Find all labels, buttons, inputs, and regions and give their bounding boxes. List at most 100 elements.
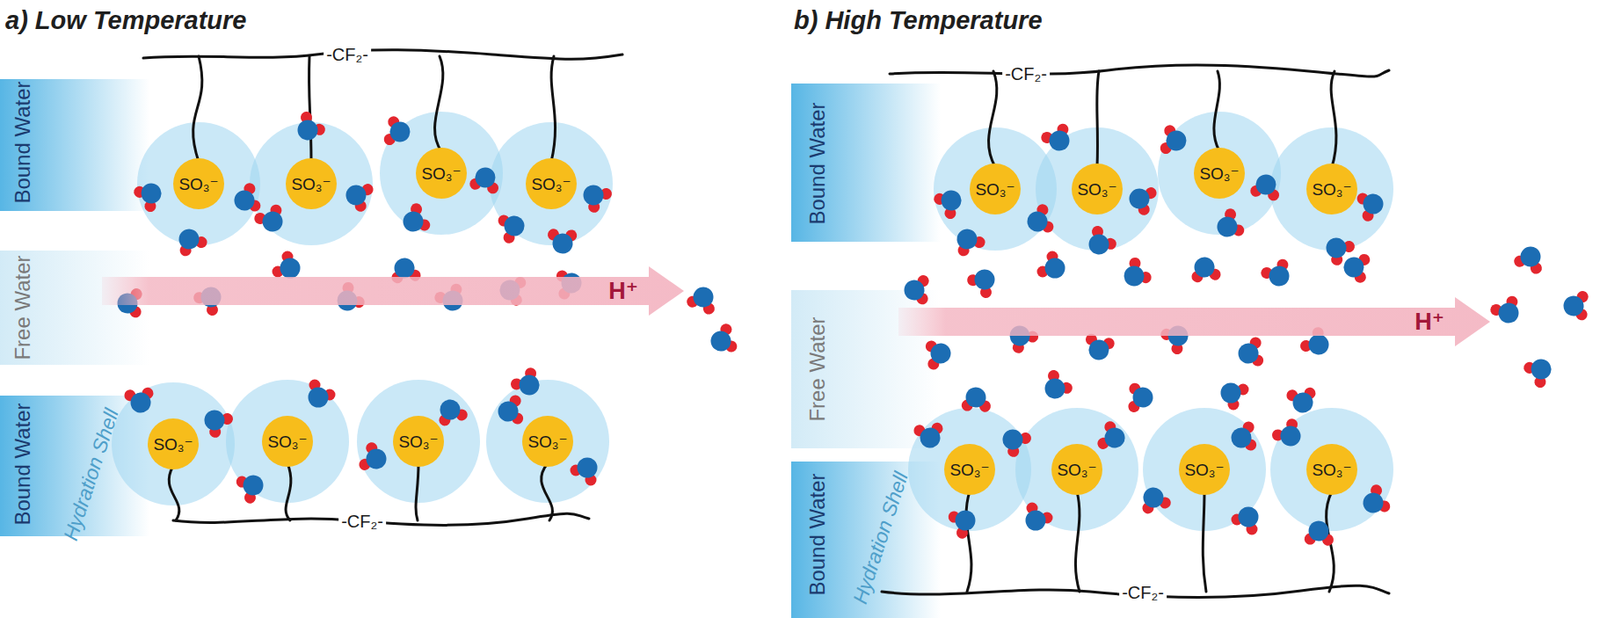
water-molecule <box>1298 516 1337 555</box>
water-molecule <box>1038 116 1077 155</box>
group-label: SO₃⁻ <box>1311 181 1352 198</box>
sulfonate-group: SO₃⁻ <box>1193 147 1245 199</box>
water-molecule <box>1359 481 1397 520</box>
water-molecule <box>251 197 290 236</box>
water-molecule <box>941 502 980 541</box>
panel-title: a) Low Temperature <box>5 7 247 36</box>
group-label: SO₃⁻ <box>178 175 219 193</box>
water-molecule <box>1093 419 1127 451</box>
polymer-chain <box>1202 491 1207 592</box>
region-label: Free Water <box>806 316 830 422</box>
hydration-shell <box>1270 127 1394 251</box>
water-molecule <box>1213 205 1251 244</box>
sulfonate-group: SO₃⁻ <box>1178 443 1230 495</box>
group-label: SO₃⁻ <box>1311 461 1352 479</box>
region-label: Bound Water <box>806 101 830 225</box>
water-molecule <box>1231 507 1259 536</box>
polymer-chain <box>1075 491 1080 592</box>
water-molecule <box>272 251 301 279</box>
hydration-shell <box>1157 111 1281 235</box>
proton-arrow: H⁺ <box>898 296 1491 348</box>
water-molecule <box>377 112 414 148</box>
illustration-part <box>900 116 1598 556</box>
proton-label: H⁺ <box>608 279 639 304</box>
water-molecule <box>916 334 955 373</box>
polymer-chain <box>989 71 997 168</box>
hydration-shell <box>486 379 610 503</box>
water-molecule <box>344 181 378 214</box>
backbone-label: -CF₂- <box>1002 64 1050 84</box>
polymer-chain <box>1214 71 1221 152</box>
polymer-chain <box>889 65 1390 77</box>
proton-arrow: H⁺ <box>101 265 684 317</box>
panel-title: b) High Temperature <box>793 7 1043 36</box>
polymer-chain <box>143 50 623 60</box>
water-molecule <box>1340 251 1377 287</box>
region-label: Bound Water <box>11 402 35 525</box>
water-molecule <box>706 320 746 360</box>
region-label: Bound Water <box>806 472 830 596</box>
backbone-label: -CF₂- <box>1119 582 1167 603</box>
water-glow <box>791 83 941 242</box>
water-molecule <box>570 458 598 487</box>
water-molecule <box>129 178 165 215</box>
group-label: SO₃⁻ <box>527 433 568 451</box>
water-molecule <box>201 408 234 441</box>
polymer-chain <box>541 463 553 521</box>
polymer-chain <box>415 463 419 521</box>
water-molecule <box>910 413 950 452</box>
proton-label: H⁺ <box>1414 310 1445 335</box>
water-molecule <box>489 207 529 247</box>
sulfonate-group: SO₃⁻ <box>173 158 225 210</box>
water-molecule <box>121 378 160 417</box>
arrow-body <box>101 266 684 316</box>
polymer-chain <box>1330 71 1337 168</box>
water-molecule <box>1185 253 1224 292</box>
water-molecule <box>229 467 268 506</box>
water-molecule <box>230 180 270 219</box>
hydration-shell <box>1015 407 1139 531</box>
polymer-chain <box>308 56 312 162</box>
group-label: SO₃⁻ <box>267 433 307 451</box>
water-molecule <box>1270 414 1307 450</box>
arrow-shape <box>898 296 1491 348</box>
water-molecule <box>929 185 965 222</box>
water-molecule <box>355 440 388 473</box>
polymer-chain <box>1097 71 1099 168</box>
group-label: SO₃⁻ <box>290 175 331 193</box>
water-glow <box>0 79 150 211</box>
water-molecule <box>1134 483 1174 523</box>
water-molecule <box>465 164 502 201</box>
arrow-body <box>898 297 1491 347</box>
water-molecule <box>1258 252 1296 291</box>
water-molecule <box>1043 369 1076 402</box>
sulfonate-group: SO₃⁻ <box>392 415 444 467</box>
water-molecule <box>1153 121 1190 157</box>
polymer-chain <box>966 491 972 592</box>
water-molecule <box>171 225 210 263</box>
sulfonate-group: SO₃⁻ <box>522 415 574 467</box>
water-molecule <box>1127 185 1161 218</box>
water-molecule <box>1118 377 1157 415</box>
sulfonate-group: SO₃⁻ <box>1306 443 1358 495</box>
water-molecule <box>1120 255 1157 292</box>
sulfonate-group: SO₃⁻ <box>1071 163 1123 215</box>
hydration-shell <box>137 122 261 246</box>
sulfonate-group: SO₃⁻ <box>261 415 313 467</box>
water-molecule <box>1519 354 1555 391</box>
group-label: SO₃⁻ <box>152 436 193 453</box>
water-molecule <box>1487 289 1526 328</box>
water-molecule <box>509 363 546 399</box>
water-molecule <box>1023 201 1062 240</box>
water-molecule <box>1512 245 1544 278</box>
arrow-shape <box>101 265 684 317</box>
water-molecule <box>684 285 717 319</box>
water-molecule <box>580 183 613 216</box>
group-label: SO₃⁻ <box>1056 461 1097 479</box>
group-label: SO₃⁻ <box>1199 165 1239 182</box>
water-molecule <box>1227 418 1266 458</box>
sulfonate-group: SO₃⁻ <box>1051 443 1103 495</box>
water-molecule <box>1087 225 1120 258</box>
water-molecule <box>949 225 988 263</box>
sulfonate-group: SO₃⁻ <box>415 147 467 199</box>
